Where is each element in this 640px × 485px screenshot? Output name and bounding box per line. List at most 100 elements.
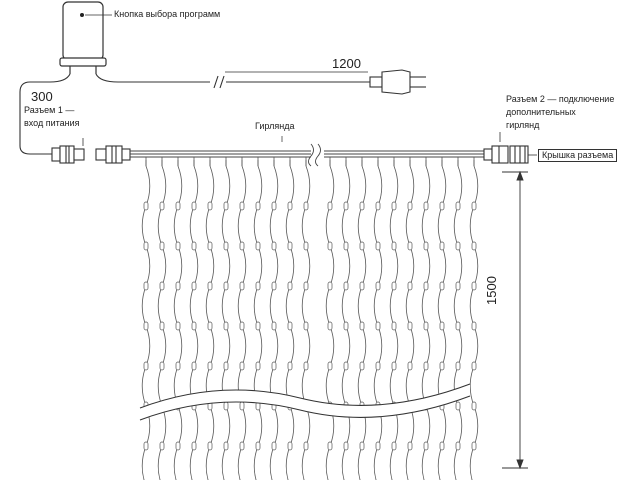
net-bulb [423, 361, 429, 371]
net-bulb [287, 361, 293, 371]
net-bulb [271, 241, 277, 251]
connector-cap-label: Крышка разъема [538, 149, 618, 162]
net-bulb [143, 321, 149, 331]
net-bulb [175, 201, 181, 211]
controller-box-icon [59, 1, 107, 74]
connector2-label-line2: дополнительных [506, 107, 576, 117]
net-bulb [271, 361, 277, 371]
net-bulb [423, 281, 429, 291]
net-bulb [359, 201, 365, 211]
net-bulb [439, 201, 445, 211]
net-bulb [239, 401, 245, 411]
net-bulb [303, 241, 309, 251]
net-bulb [471, 441, 477, 451]
net-bulb [175, 361, 181, 371]
net-bulb [271, 201, 277, 211]
net-bulb [327, 281, 333, 291]
net-bulb [455, 401, 461, 411]
net-bulb [327, 361, 333, 371]
garland-label: Гирлянда [255, 121, 295, 131]
connector1-icon[interactable] [51, 145, 85, 164]
net-bulb [439, 281, 445, 291]
connector2-icon[interactable] [483, 145, 509, 164]
net-bulb [471, 401, 477, 411]
lead-length-label: 300 [31, 89, 53, 104]
net-bulb [359, 281, 365, 291]
net-bulb [439, 361, 445, 371]
net-bulb [159, 441, 165, 451]
net-bulb [223, 281, 229, 291]
net-bulb [391, 201, 397, 211]
net-bulb [175, 321, 181, 331]
net-bulb [327, 321, 333, 331]
net-bulb [143, 361, 149, 371]
lead-cable [19, 73, 71, 155]
net-bulb [143, 441, 149, 451]
net-bulb [303, 281, 309, 291]
net-bulb [455, 361, 461, 371]
net-bulb [391, 361, 397, 371]
power-plug-icon [369, 69, 426, 95]
net-bulb [159, 321, 165, 331]
height-dimension-arrow-icon [502, 170, 528, 470]
net-bulb [159, 201, 165, 211]
program-button-label: Кнопка выбора программ [114, 9, 221, 19]
net-bulb [207, 321, 213, 331]
net-bulb [223, 401, 229, 411]
net-bulb [239, 361, 245, 371]
net-bulb [343, 281, 349, 291]
net-bulb [423, 321, 429, 331]
net-bulb [239, 441, 245, 451]
net-bulb [455, 441, 461, 451]
net-bulb [287, 321, 293, 331]
net-bulb [471, 281, 477, 291]
net-grid-right [325, 157, 479, 480]
net-bulb [271, 441, 277, 451]
net-bulb [407, 241, 413, 251]
net-bulb [255, 321, 261, 331]
program-button-icon[interactable] [80, 13, 84, 17]
net-bulb [287, 201, 293, 211]
net-bulb [359, 321, 365, 331]
net-bulb [239, 281, 245, 291]
net-bulb [455, 321, 461, 331]
net-bulb [239, 241, 245, 251]
net-bulb [407, 201, 413, 211]
net-bulb [327, 441, 333, 451]
power-cable [95, 71, 370, 89]
net-bulb [359, 361, 365, 371]
net-bulb [207, 361, 213, 371]
net-bulb [175, 281, 181, 291]
net-bulb [303, 201, 309, 211]
net-bulb [223, 201, 229, 211]
net-bulb [471, 241, 477, 251]
connector1-label-line1: Разъем 1 — [24, 105, 75, 115]
connector1-label-line2: вход питания [24, 118, 80, 128]
net-bulb [239, 321, 245, 331]
net-grid-left [141, 157, 311, 480]
connector-cap-icon[interactable] [509, 145, 529, 164]
net-bulb [303, 441, 309, 451]
net-bulb [375, 321, 381, 331]
net-bulb [191, 441, 197, 451]
connector1-mate-icon [95, 145, 131, 164]
net-bulb [143, 201, 149, 211]
net-bulb [255, 201, 261, 211]
net-bulb [223, 361, 229, 371]
net-bulb [207, 241, 213, 251]
net-bulb [327, 201, 333, 211]
net-bulb [191, 241, 197, 251]
net-bulb [423, 441, 429, 451]
net-bulb [391, 321, 397, 331]
net-bulb [271, 281, 277, 291]
net-bulb [471, 201, 477, 211]
net-bulb [255, 361, 261, 371]
net-bulb [159, 281, 165, 291]
net-bulb [287, 241, 293, 251]
net-bulb [407, 441, 413, 451]
net-bulb [327, 241, 333, 251]
net-bulb [407, 281, 413, 291]
connector2-label-line1: Разъем 2 — подключение [506, 94, 615, 104]
net-bulb [287, 281, 293, 291]
net-bulb [471, 361, 477, 371]
